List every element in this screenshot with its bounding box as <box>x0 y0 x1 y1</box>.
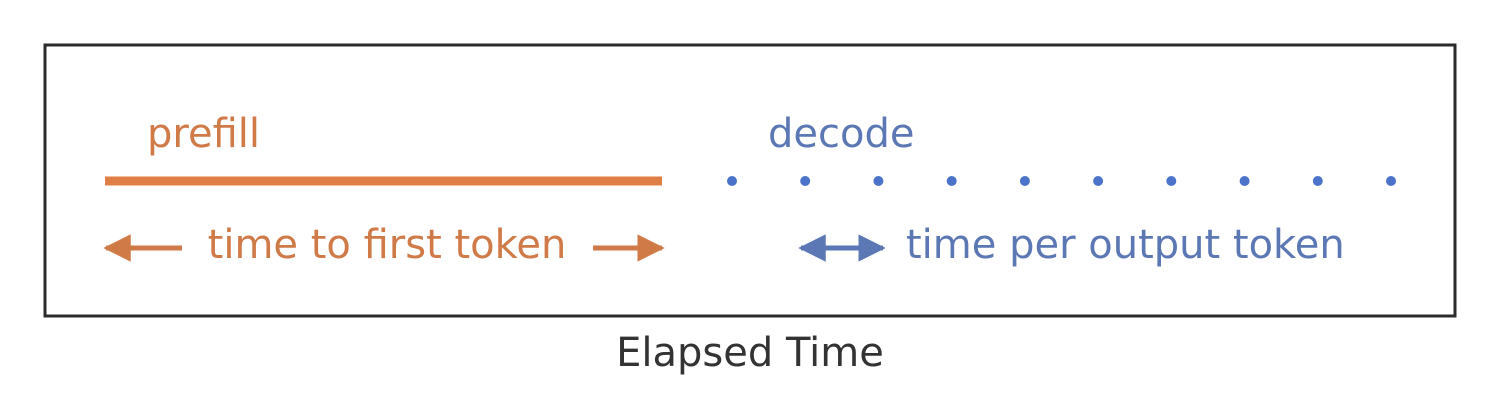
decode-token-dot <box>1386 176 1396 186</box>
ttft-label: time to first token <box>208 222 567 268</box>
decode-token-dot <box>800 176 811 186</box>
prefill-label: prefill <box>147 111 260 157</box>
x-axis-label: Elapsed Time <box>616 330 884 376</box>
plot-frame <box>43 43 1457 318</box>
decode-label: decode <box>768 111 914 157</box>
decode-token-dot <box>946 176 957 186</box>
decode-token-dot <box>1312 176 1323 186</box>
decode-token-dot <box>727 176 737 186</box>
decode-token-dot <box>873 176 884 186</box>
decode-token-dot <box>1166 176 1177 186</box>
decode-token-dot <box>1019 176 1030 186</box>
decode-token-dot <box>1239 176 1250 186</box>
decode-token-dots <box>727 176 1396 186</box>
tpot-label: time per output token <box>906 222 1345 268</box>
decode-token-dot <box>1093 176 1104 186</box>
